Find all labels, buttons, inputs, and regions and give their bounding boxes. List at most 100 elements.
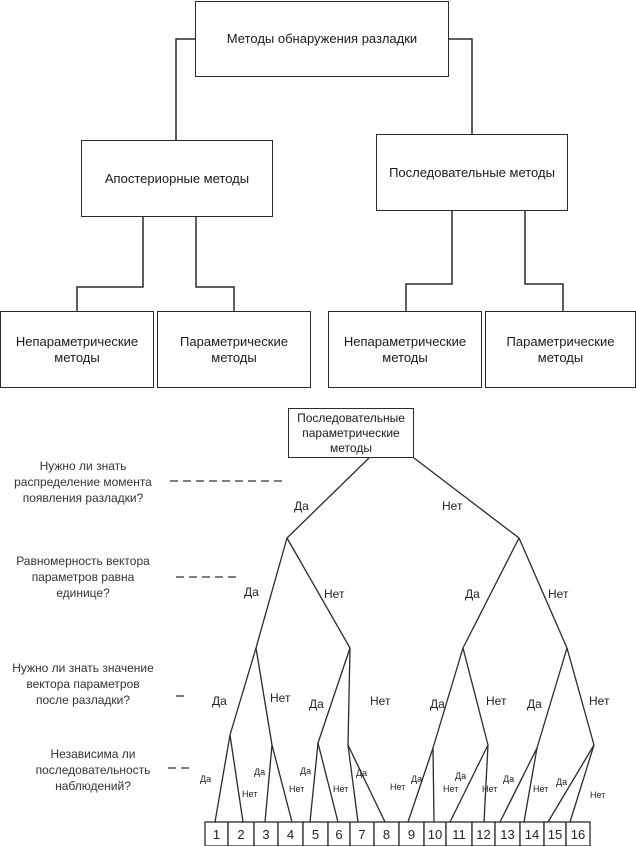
question-4-line2: последовательность: [35, 763, 151, 777]
tree-root-box: Последовательные параметрические методы: [288, 408, 414, 458]
branch-l1a-no: [286, 537, 351, 649]
branch-l3-3-yes: [309, 742, 319, 823]
label-no-l2-4: Нет: [589, 694, 610, 708]
label-no-l3-7: Нет: [533, 784, 548, 794]
leaf-box-8: [373, 821, 400, 846]
label-yes-l3-8: Да: [556, 777, 567, 787]
label-no-l3-5: Нет: [443, 784, 458, 794]
box-line1: Непараметрические: [15, 333, 139, 349]
leaf-label-8: 8: [383, 827, 390, 842]
sequential-methods-box: Последовательные методы: [376, 134, 568, 211]
leaf-label-12: 12: [476, 827, 490, 842]
label-no-l1b: Нет: [548, 587, 569, 601]
sequential-parametric-box: Параметрические методы: [485, 311, 636, 388]
label-no-l3-3: Нет: [333, 784, 348, 794]
aposteriori-nonparametric-box: Непараметрические методы: [0, 311, 154, 388]
label-yes-l2-3: Да: [430, 697, 445, 711]
label-no-l3-6: Нет: [482, 784, 497, 794]
branch-l3-6-yes: [449, 744, 489, 823]
leaf-label-14: 14: [525, 827, 539, 842]
tree-root-line2: параметрические: [302, 425, 400, 440]
leaf-label-13: 13: [500, 827, 514, 842]
branch-l3-6-no: [483, 744, 489, 823]
label-no-l3-4: Нет: [390, 782, 405, 792]
connector-aposteriori-param: [195, 215, 235, 311]
label-no-l2-2: Нет: [370, 694, 391, 708]
branch-l1b-yes: [462, 537, 520, 649]
box-line1: Параметрические: [506, 333, 615, 349]
label-yes-l3-3: Да: [300, 766, 311, 776]
question-3-line2: вектора параметров: [26, 677, 140, 691]
branch-l2-3-yes: [432, 647, 464, 749]
question-4-line1: Независима ли: [50, 747, 136, 761]
branch-l3-1-no: [229, 734, 244, 823]
question-3: Нужно ли знать значение вектора параметр…: [0, 660, 166, 708]
question-1: Нужно ли знать распределение момента поя…: [0, 458, 166, 506]
label-no-root: Нет: [442, 499, 463, 513]
connector-aposteriori-nonparam: [76, 215, 144, 311]
leaf-label-3: 3: [262, 827, 269, 842]
leaf-label-1: 1: [213, 827, 220, 842]
connector-root-right: [448, 38, 473, 134]
question-1-line3: появления разладки?: [22, 491, 144, 505]
leaf-label-10: 10: [428, 827, 442, 842]
label-yes-l3-4: Да: [356, 768, 367, 778]
label-yes-l2-1: Да: [212, 694, 227, 708]
question-4-line3: наблюдений?: [55, 779, 131, 793]
branch-root-no: [413, 457, 520, 539]
label-no-l2-3: Нет: [486, 694, 507, 708]
branch-l3-5-no: [432, 747, 435, 823]
branch-l3-8-yes: [547, 744, 595, 823]
branch-l3-2-no: [271, 744, 293, 823]
branch-l3-1-yes: [214, 734, 231, 823]
branch-l2-3-no: [462, 647, 489, 746]
leaf-box-16: [565, 821, 591, 846]
label-yes-root: Да: [294, 499, 309, 513]
question-3-line3: после разладки?: [35, 693, 131, 707]
branch-root-yes: [286, 457, 370, 539]
label-no-l3-2: Нет: [289, 784, 304, 794]
branch-l3-8-no: [569, 744, 595, 823]
label-yes-l1b: Да: [465, 587, 480, 601]
leaf-label-7: 7: [358, 827, 365, 842]
leaf-box-5: [302, 821, 329, 846]
leaf-label-2: 2: [237, 827, 244, 842]
box-line2: методы: [211, 349, 257, 365]
label-yes-l3-2: Да: [254, 767, 265, 777]
branch-l3-5-yes: [407, 747, 434, 823]
label-yes-l3-1: Да: [200, 774, 211, 784]
label-no-l1a: Нет: [324, 587, 345, 601]
label-yes-l1a: Да: [244, 585, 259, 599]
branch-l1b-no: [518, 537, 568, 649]
leaf-label-9: 9: [408, 827, 415, 842]
box-line1: Непараметрические: [343, 333, 467, 349]
question-2: Равномерность вектора параметров равна е…: [0, 553, 166, 601]
aposteriori-parametric-box: Параметрические методы: [157, 311, 311, 388]
question-1-line1: Нужно ли знать: [39, 459, 127, 473]
branch-l3-4-no: [347, 744, 386, 823]
branch-l3-7-no: [523, 747, 538, 823]
label-no-l3-8: Нет: [590, 790, 605, 800]
root-label: Методы обнаружения разладки: [226, 31, 418, 46]
label-yes-l2-4: Да: [527, 697, 542, 711]
box-line1: Параметрические: [180, 333, 288, 349]
question-2-line2: параметров равна: [31, 570, 135, 584]
label-yes-l2-2: Да: [309, 697, 324, 711]
box-line2: методы: [537, 349, 584, 365]
box-line2: методы: [382, 349, 428, 365]
question-3-line1: Нужно ли знать значение: [12, 661, 154, 675]
tree-root-line1: Последовательные: [297, 410, 405, 425]
leaf-label-5: 5: [312, 827, 319, 842]
branch-l2-1-yes: [229, 647, 257, 736]
tree-root-line3: методы: [330, 440, 372, 455]
leaf-box-2: [227, 821, 255, 846]
leaf-label-15: 15: [548, 827, 562, 842]
label-yes-l3-5: Да: [411, 774, 422, 784]
branch-l2-2-yes: [317, 647, 351, 744]
branch-l3-7-yes: [499, 747, 538, 823]
connector-sequential-nonparam: [405, 209, 453, 311]
label-no-l3-1: Нет: [242, 789, 257, 799]
leaf-label-16: 16: [571, 827, 585, 842]
question-2-line3: единице?: [56, 586, 110, 600]
